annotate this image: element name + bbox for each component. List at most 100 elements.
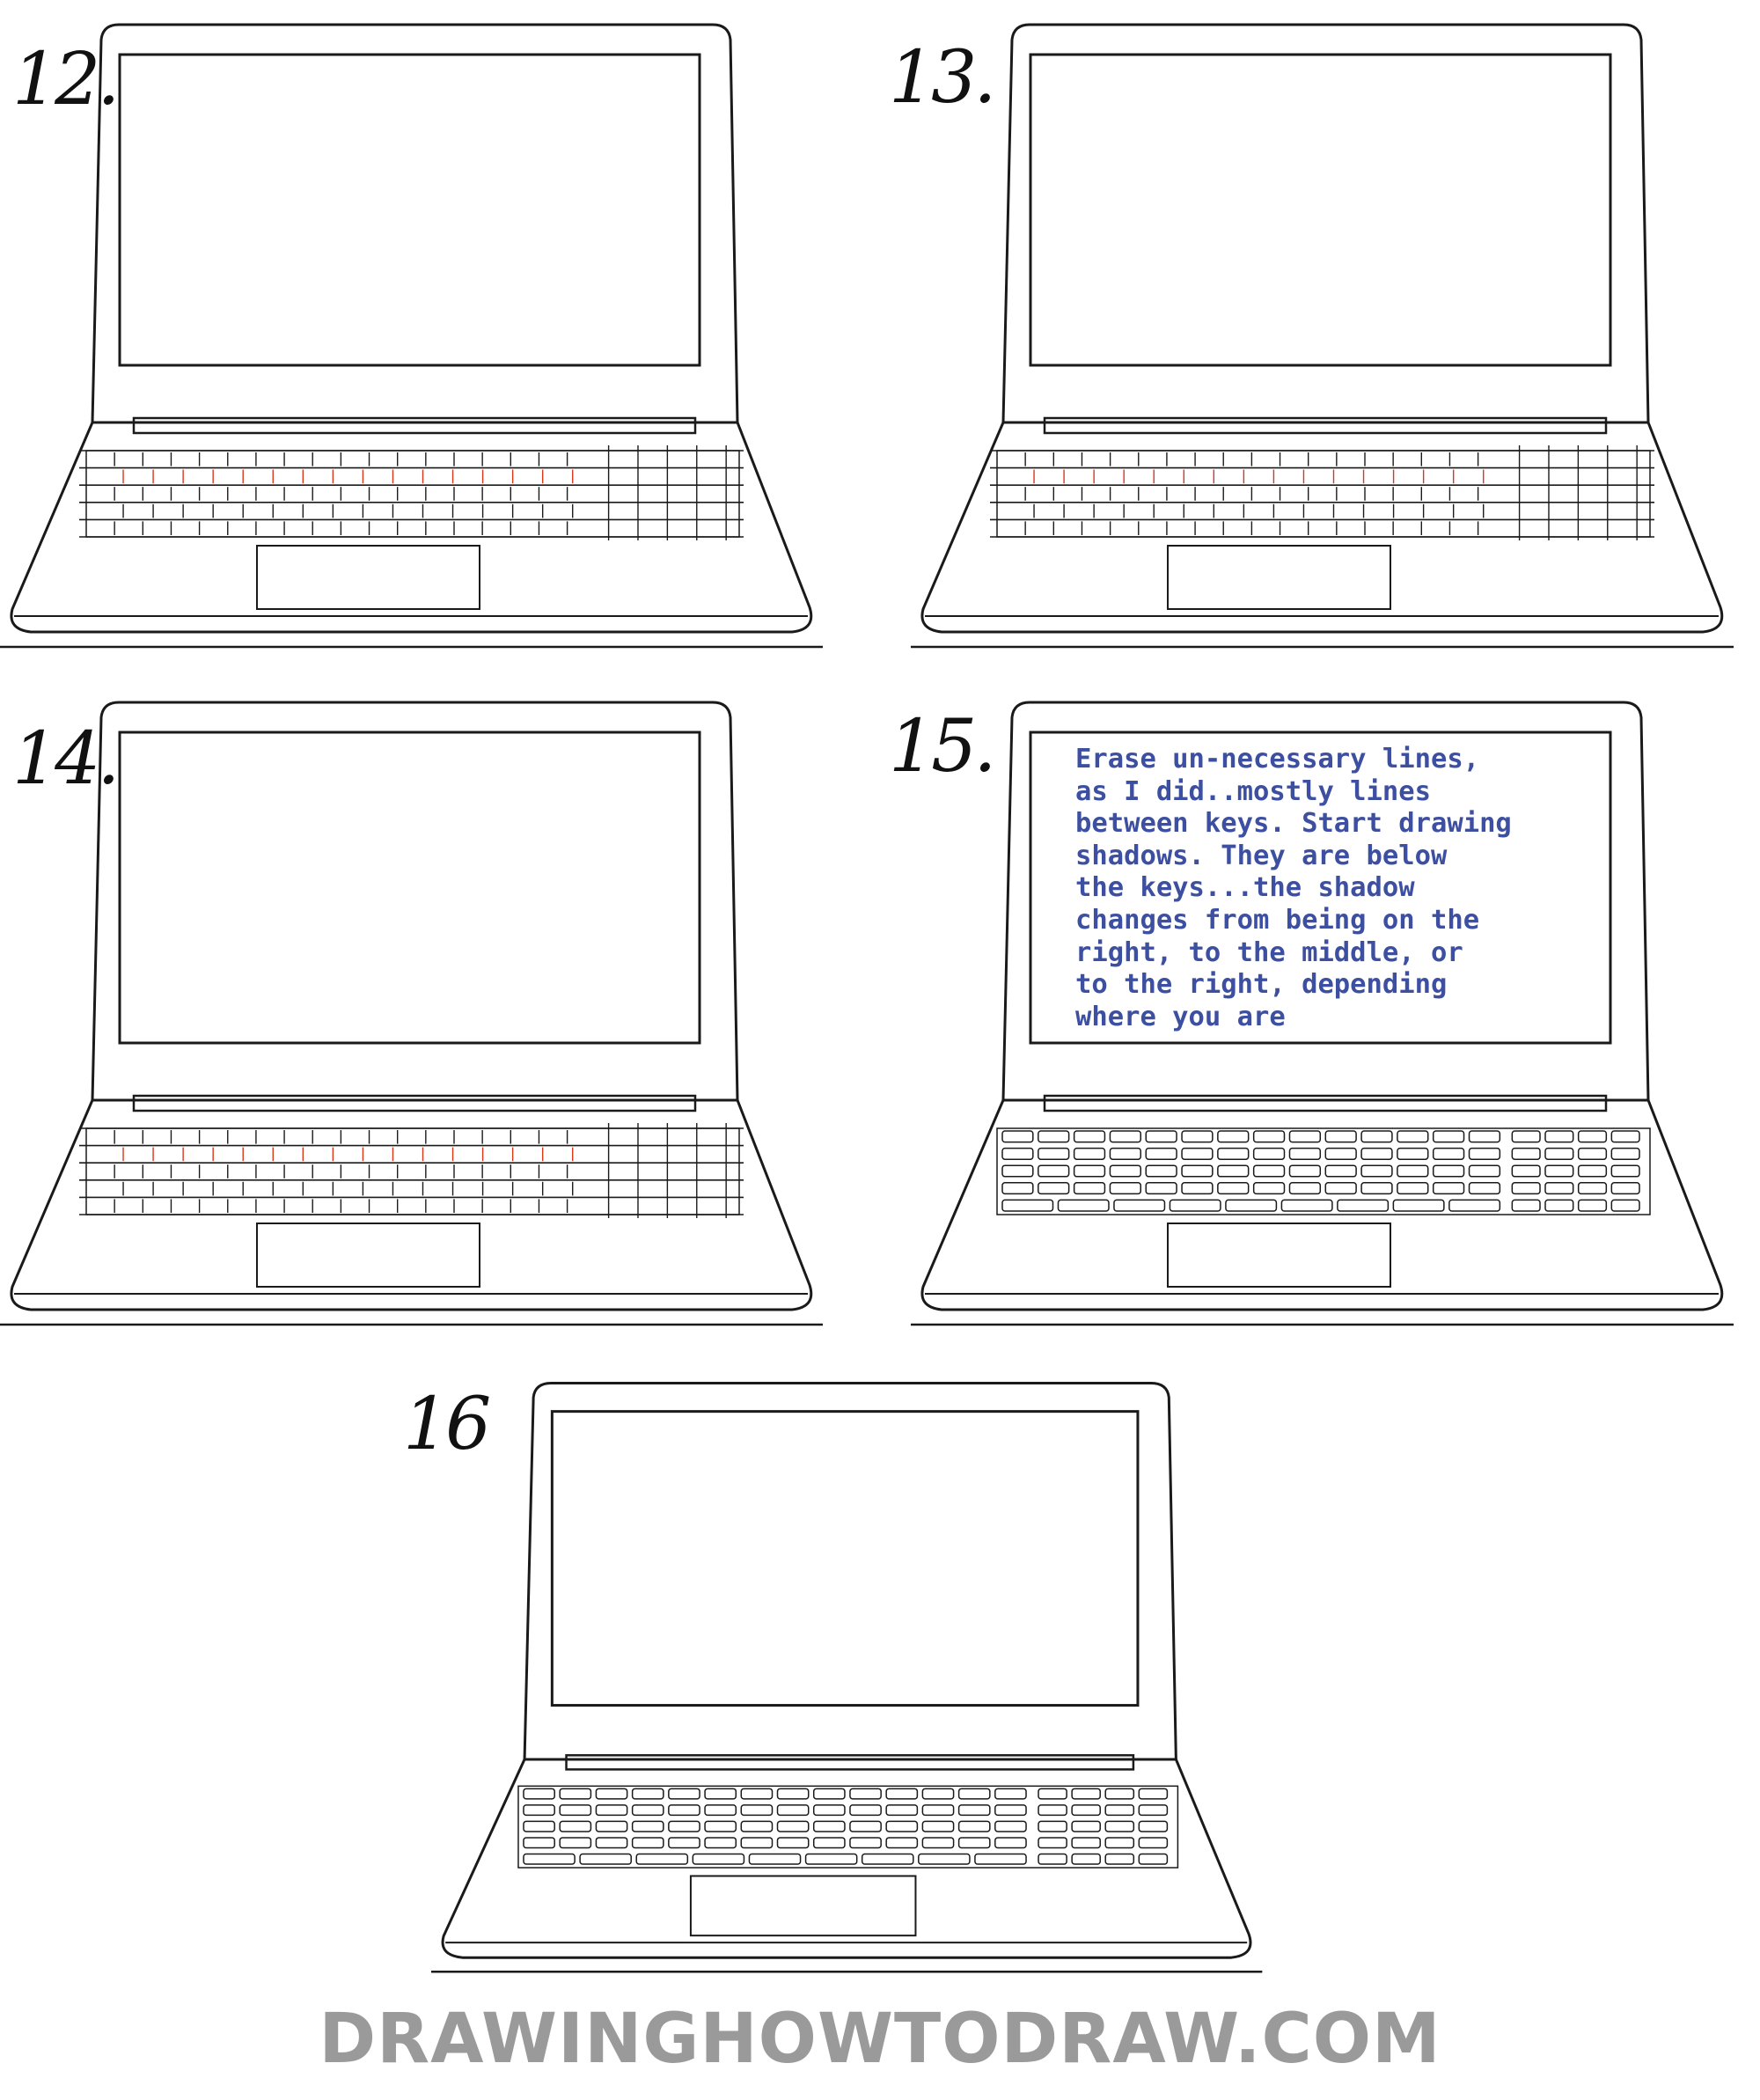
- key: [1038, 1182, 1070, 1195]
- key: [776, 1788, 810, 1800]
- key: [1432, 1182, 1465, 1195]
- key: [559, 1788, 592, 1800]
- key: [849, 1820, 882, 1832]
- key: [704, 1788, 737, 1800]
- numpad-key: [1577, 1147, 1608, 1160]
- hinge-bar: [132, 416, 697, 435]
- key: [957, 1804, 991, 1817]
- numpad-key: [1577, 1164, 1608, 1178]
- key: [1288, 1130, 1322, 1143]
- key: [579, 1853, 632, 1865]
- numpad-key: [1544, 1164, 1574, 1178]
- key: [1468, 1182, 1501, 1195]
- key: [1073, 1147, 1106, 1160]
- key: [1038, 1164, 1070, 1178]
- numpad-key: [1038, 1853, 1067, 1865]
- display-screen: [118, 53, 701, 367]
- lid-outline: [91, 23, 739, 423]
- key: [1324, 1164, 1357, 1178]
- touchpad: [1167, 545, 1391, 610]
- step-number-16: 16: [403, 1383, 491, 1466]
- key: [523, 1788, 555, 1800]
- numpad-key: [1610, 1164, 1640, 1178]
- key: [595, 1804, 628, 1817]
- lid-outline: [1001, 701, 1650, 1101]
- key: [1217, 1182, 1250, 1195]
- numpad-key: [1071, 1820, 1101, 1832]
- key: [631, 1837, 664, 1849]
- numpad-key: [1511, 1130, 1541, 1143]
- key: [812, 1820, 846, 1832]
- key: [1109, 1164, 1141, 1178]
- key: [849, 1788, 882, 1800]
- key: [668, 1820, 700, 1832]
- key: [994, 1788, 1027, 1800]
- key: [704, 1820, 737, 1832]
- key: [921, 1820, 955, 1832]
- key: [523, 1837, 555, 1849]
- numpad-key: [1038, 1788, 1067, 1800]
- key: [885, 1804, 919, 1817]
- key: [1392, 1199, 1445, 1212]
- key: [1397, 1182, 1429, 1195]
- numpad-key: [1138, 1804, 1169, 1817]
- key: [692, 1853, 745, 1865]
- numpad-key: [1138, 1837, 1169, 1849]
- numpad-key: [1577, 1130, 1608, 1143]
- key: [1145, 1147, 1177, 1160]
- key: [1225, 1199, 1278, 1212]
- numpad-key: [1511, 1199, 1541, 1212]
- lid-outline: [523, 1381, 1177, 1760]
- key: [812, 1788, 846, 1800]
- key: [849, 1837, 882, 1849]
- key: [595, 1837, 628, 1849]
- base-outline: [920, 421, 1724, 634]
- key: [1252, 1130, 1286, 1143]
- key: [668, 1804, 700, 1817]
- key: [1252, 1164, 1286, 1178]
- numpad-key: [1544, 1147, 1574, 1160]
- key: [1360, 1130, 1393, 1143]
- key: [1288, 1164, 1322, 1178]
- key: [776, 1820, 810, 1832]
- key: [1448, 1199, 1501, 1212]
- key: [1468, 1147, 1501, 1160]
- key: [740, 1804, 774, 1817]
- key: [1113, 1199, 1166, 1212]
- key: [1001, 1199, 1054, 1212]
- numpad-key: [1071, 1788, 1101, 1800]
- key: [812, 1804, 846, 1817]
- numpad-key: [1104, 1804, 1135, 1817]
- step-number-15: 15.: [889, 705, 996, 789]
- touchpad: [256, 1223, 480, 1288]
- numpad-key: [1104, 1788, 1135, 1800]
- key: [1145, 1130, 1177, 1143]
- key: [994, 1820, 1027, 1832]
- hinge-bar: [132, 1094, 697, 1112]
- key: [1337, 1199, 1390, 1212]
- key: [1280, 1199, 1333, 1212]
- numpad-key: [1038, 1837, 1067, 1849]
- laptop-step-15: [911, 701, 1734, 1326]
- key: [921, 1804, 955, 1817]
- keyboard-area: [996, 450, 1651, 538]
- key: [804, 1853, 858, 1865]
- numpad-key: [1138, 1788, 1169, 1800]
- key: [1169, 1199, 1221, 1212]
- key: [1109, 1130, 1141, 1143]
- numpad-key: [1511, 1147, 1541, 1160]
- touchpad: [689, 1875, 917, 1937]
- numpad-key: [1071, 1804, 1101, 1817]
- key: [849, 1804, 882, 1817]
- base-outline: [10, 421, 813, 634]
- key: [812, 1837, 846, 1849]
- key: [740, 1837, 774, 1849]
- key: [1288, 1147, 1322, 1160]
- key: [1057, 1199, 1110, 1212]
- key: [1001, 1182, 1034, 1195]
- keyboard-area: [85, 1127, 740, 1215]
- key: [631, 1820, 664, 1832]
- key: [748, 1853, 802, 1865]
